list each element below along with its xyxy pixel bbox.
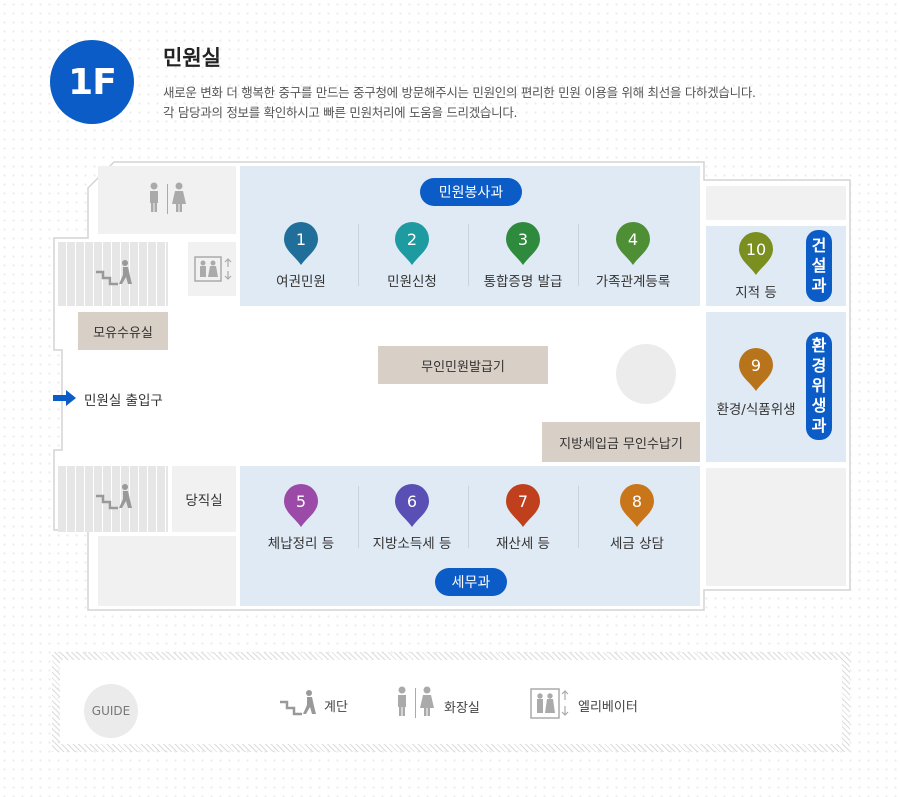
guide-restroom-label: 화장실 [444,701,480,716]
guide-badge: GUIDE [84,684,138,738]
desk-7-number: 7 [518,492,528,511]
desk-6-marker-shape [395,484,429,527]
divider [358,224,359,286]
desk-4-number: 4 [628,230,638,249]
desk-3-label: 통합증명 발급 [483,274,563,290]
entrance-arrow-icon [53,390,76,406]
desk-5-marker-shape [284,484,318,527]
desk-8-number: 8 [632,492,642,511]
description-line-1: 새로운 변화 더 행복한 중구를 만드는 중구청에 방문해주시는 민원인의 편리… [163,85,756,100]
desk-8-label: 세금 상담 [610,536,664,552]
desk-10-number: 10 [746,240,766,259]
environment-department-label: 환 경 위 생 과 [806,332,832,440]
desk-1-marker-icon: 1 [284,222,318,265]
desk-7-label: 재산세 등 [496,536,550,552]
desk-5-label: 체납정리 등 [267,536,335,552]
desk-2-marker-icon: 2 [395,222,429,265]
floor-plan: 모유수유실 민원실 출입구 당직실 민원봉사과 무인민원발급기 지방세입금 무인… [52,160,852,612]
desk-10-label: 지적 등 [735,285,777,301]
tax-kiosk: 지방세입금 무인수납기 [542,422,700,462]
desk-4-label: 가족관계등록 [595,274,671,290]
stairs-bottom [58,466,168,532]
kiosk: 무인민원발급기 [378,346,548,384]
pillar [616,344,676,404]
desk-5-number: 5 [296,492,306,511]
divider [578,486,579,548]
floor-badge: 1F [50,40,134,124]
desk-8-marker-shape [620,484,654,527]
guide-inner: GUIDE 계단 화장실 엘리베이터 [60,660,842,744]
civil-service-department-label: 민원봉사과 [420,178,522,206]
stairs-icon [280,690,316,716]
divider [578,224,579,286]
desk-1-marker-shape [284,222,318,265]
desk-1-label: 여권민원 [276,274,326,290]
desk-6-number: 6 [407,492,417,511]
desk-4-marker-shape [616,222,650,265]
guide-legend: GUIDE 계단 화장실 엘리베이터 [52,652,850,752]
desk-10-marker-icon: 10 [739,232,773,275]
guide-stairs-label: 계단 [324,700,348,715]
desk-6-marker-icon: 6 [395,484,429,527]
desk-2-number: 2 [407,230,417,249]
stairs-icon [96,260,132,286]
divider [468,224,469,286]
desk-9-label: 환경/식품위생 [716,402,796,418]
stairs-icon [96,484,132,510]
divider [358,486,359,548]
desk-3-marker-icon: 3 [506,222,540,265]
description-line-2: 각 담당과의 정보를 확인하시고 빠른 민원처리에 도움을 드리겠습니다. [163,105,518,120]
desk-5-marker-icon: 5 [284,484,318,527]
desk-9-number: 9 [751,356,761,375]
desk-1-number: 1 [296,230,306,249]
desk-2-label: 민원신청 [387,274,437,290]
storage-room [98,536,236,606]
right-room-bottom [706,468,846,586]
stairs-top [58,242,168,306]
elevator-icon [530,688,569,719]
entrance-label: 민원실 출입구 [84,393,163,409]
construction-department-label: 건 설 과 [806,230,832,302]
desk-4-marker-icon: 4 [616,222,650,265]
desk-10-marker-shape [739,232,773,275]
desk-6-label: 지방소득세 등 [372,536,452,552]
divider [468,486,469,548]
restroom-icon [150,182,186,214]
page-title: 민원실 [163,46,221,70]
nursing-room: 모유수유실 [78,312,168,350]
duty-room: 당직실 [172,466,236,532]
desk-8-marker-icon: 8 [620,484,654,527]
elevator-icon [194,256,232,282]
desk-7-marker-shape [506,484,540,527]
desk-7-marker-icon: 7 [506,484,540,527]
right-room-top [706,186,846,220]
desk-3-marker-shape [506,222,540,265]
tax-department-label: 세무과 [435,568,507,596]
desk-3-number: 3 [518,230,528,249]
desk-9-marker-icon: 9 [739,348,773,391]
restroom-icon [398,686,434,718]
guide-elevator-label: 엘리베이터 [578,700,638,715]
desk-2-marker-shape [395,222,429,265]
desk-9-marker-shape [739,348,773,391]
